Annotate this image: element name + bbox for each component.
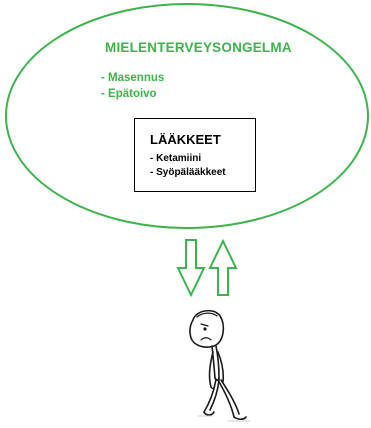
arrow-up-icon	[208, 238, 238, 296]
sad-stick-figure-icon	[189, 309, 251, 422]
medicines-title: LÄÄKKEET	[150, 132, 221, 147]
medicines-list: - Ketamiini - Syöpälääkkeet	[150, 152, 226, 180]
condition-item: - Epätoivo	[101, 88, 157, 100]
condition-title: MIELENTERVEYSONGELMA	[105, 40, 292, 55]
condition-list: - Masennus - Epätoivo	[101, 70, 164, 102]
arrow-down-icon	[176, 239, 206, 298]
medicines-box: LÄÄKKEET - Ketamiini - Syöpälääkkeet	[134, 118, 256, 192]
medicine-item: - Ketamiini	[150, 153, 202, 164]
medicine-item: - Syöpälääkkeet	[150, 167, 226, 178]
condition-item: - Masennus	[101, 72, 165, 84]
